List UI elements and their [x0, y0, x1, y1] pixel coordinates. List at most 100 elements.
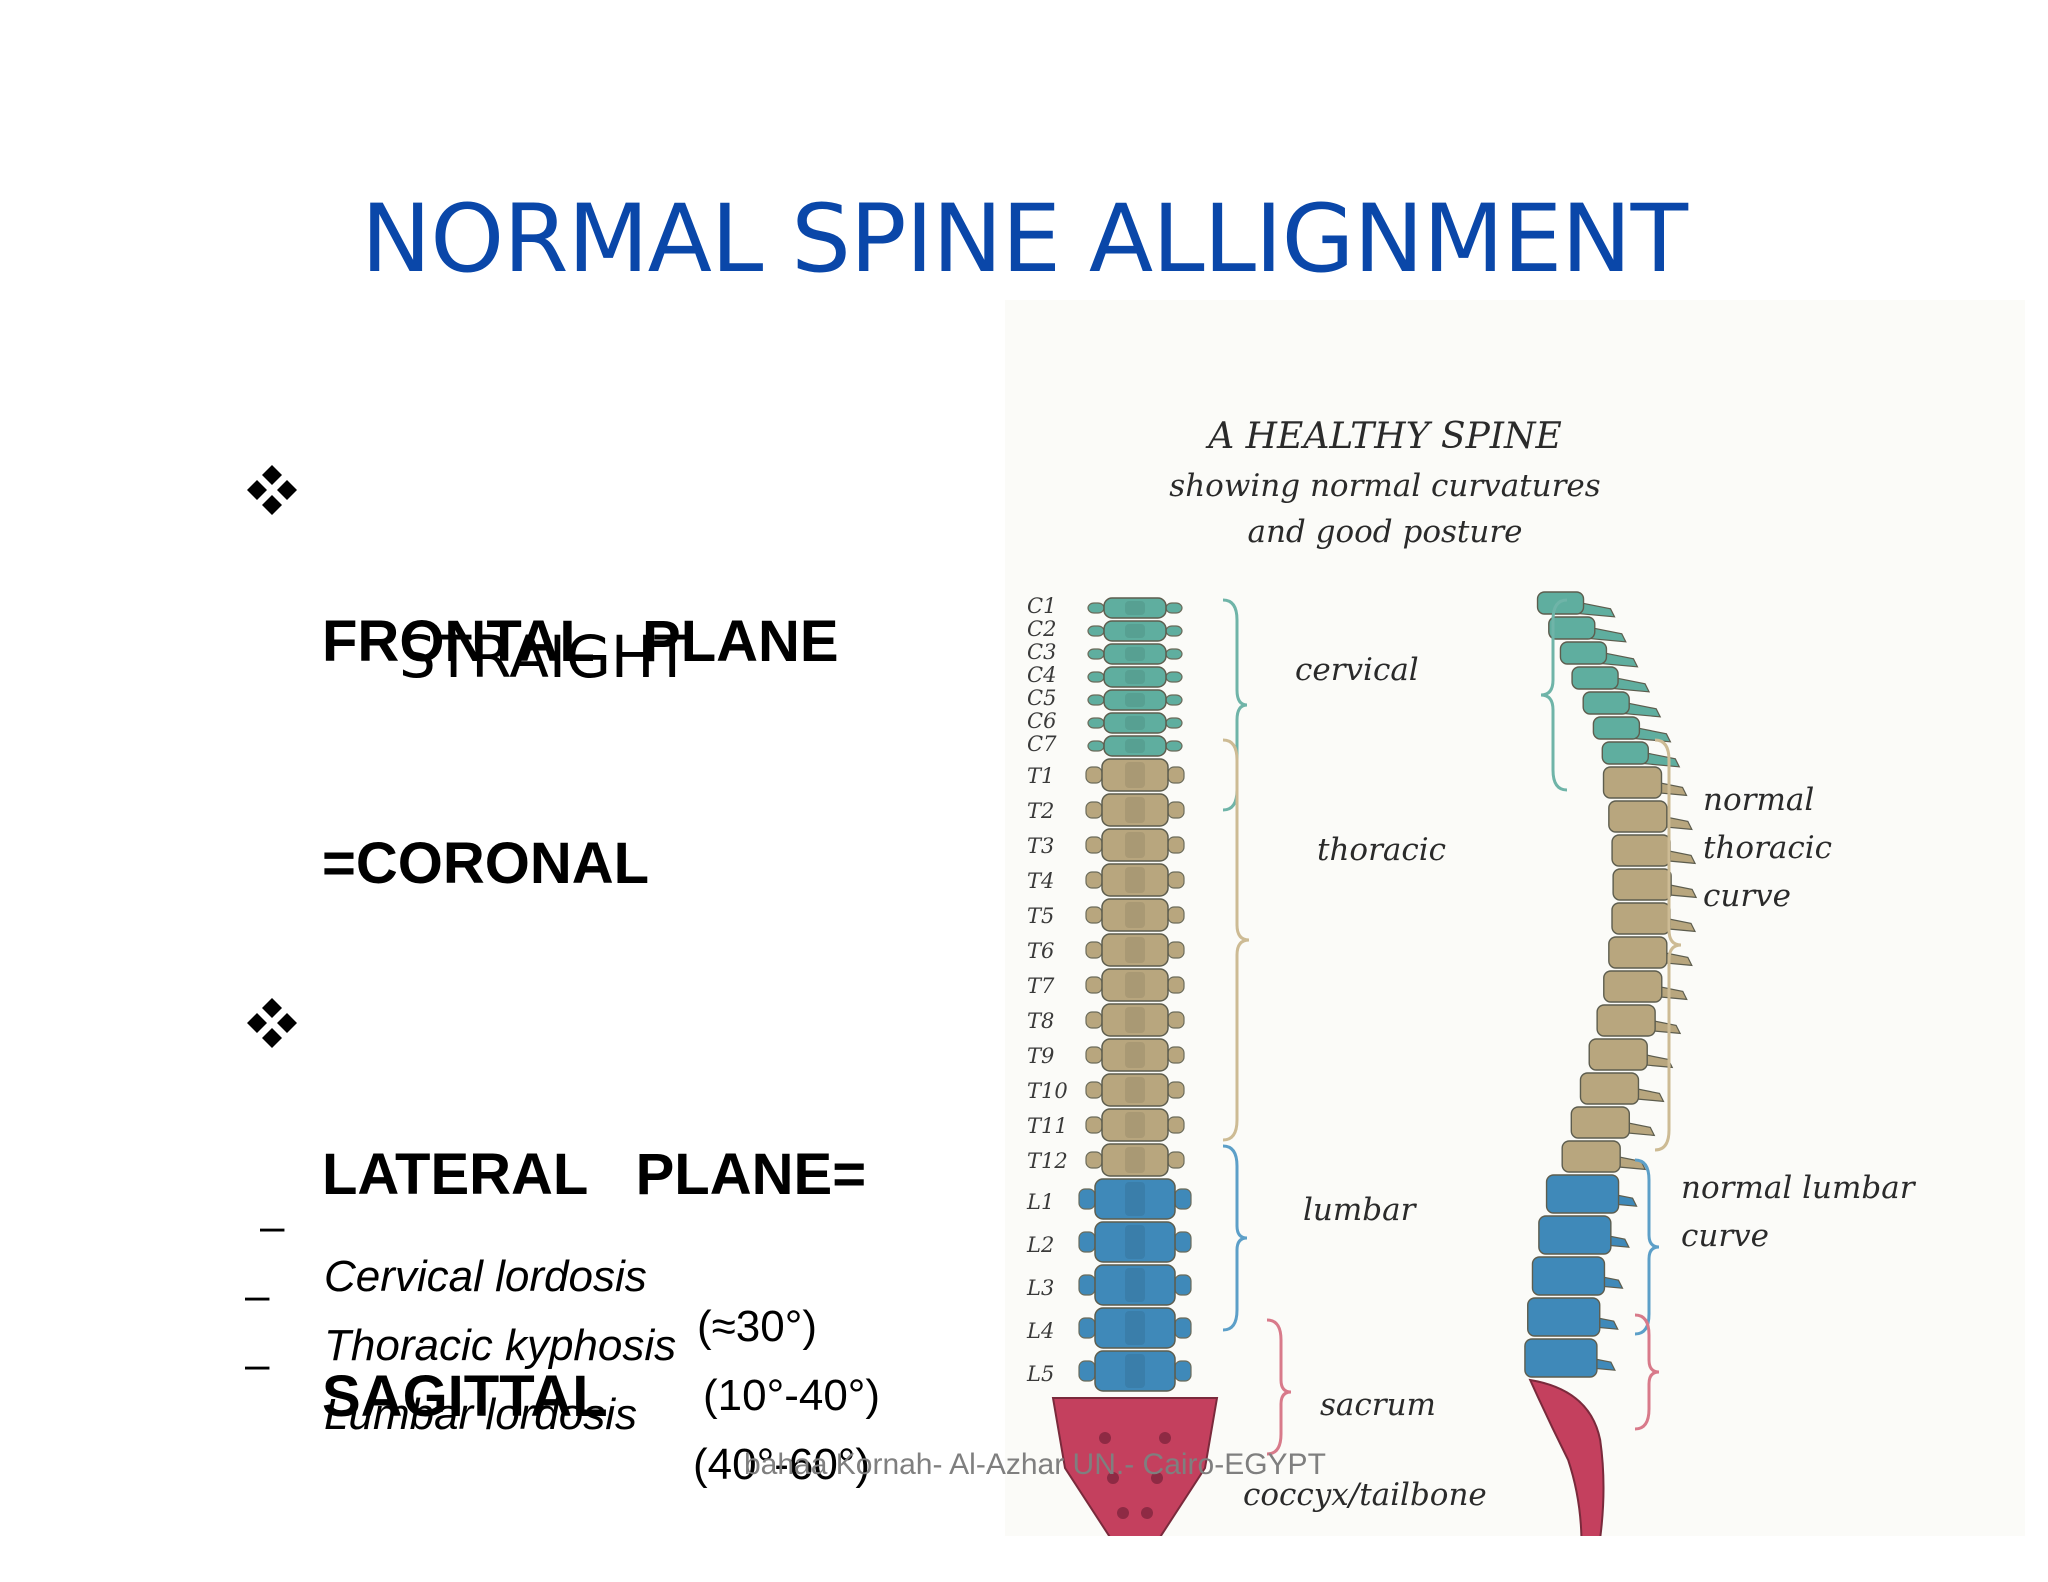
sub-item-dash: – [260, 1202, 285, 1251]
vertebra-label: T11 [1027, 1114, 1068, 1138]
vertebra-side [1571, 666, 1651, 693]
vertebra-front [1085, 863, 1185, 897]
sub-item-lumbar-lordosis: – Lumbar lordosis (40°-60°) [245, 1290, 905, 1489]
vertebra-label: T12 [1027, 1149, 1068, 1173]
vertebra-labels: C1C2C3C4C5C6C7T1T2T3T4T5T6T7T8T9T10T11T1… [1026, 594, 1068, 1386]
vertebra-label: T5 [1027, 904, 1054, 928]
diamond-bullet-icon [247, 998, 297, 1048]
vertebra-front [1078, 1221, 1192, 1263]
sub-item-cervical-lordosis: – Cervical lordosis (≈30°) [260, 1152, 860, 1351]
vertebra-side [1592, 716, 1672, 743]
vertebra-front [1078, 1350, 1192, 1392]
vertebra-side [1611, 834, 1697, 867]
lumbar-bracket [1222, 1144, 1248, 1332]
vertebra-side [1608, 936, 1693, 969]
sacrum-front [1051, 1397, 1219, 1536]
vertebra-side [1545, 1174, 1638, 1214]
figure-heading: A HEALTHY SPINE [1205, 416, 1562, 457]
label-normal-thoracic-2: thoracic [1703, 830, 1832, 866]
vertebra-label: L1 [1026, 1190, 1054, 1214]
vertebra-side [1524, 1338, 1616, 1378]
vertebra-front [1087, 643, 1183, 665]
vertebra-front [1085, 1108, 1185, 1142]
vertebra-front [1085, 1073, 1185, 1107]
sub-item-range: (40°-60°) [693, 1440, 871, 1489]
vertebra-front [1085, 1143, 1185, 1177]
sub-item-range: (10°-40°) [703, 1371, 881, 1420]
diamond-bullet-icon [247, 465, 297, 515]
vertebra-label: C7 [1027, 732, 1057, 756]
vertebra-side [1570, 1106, 1656, 1139]
sub-item-dash: – [245, 1340, 270, 1389]
sub-item-thoracic-kyphosis: – Thoracic kyphosis (10°-40°) [245, 1221, 905, 1420]
vertebra-label: T10 [1027, 1079, 1068, 1103]
vertebra-front [1085, 758, 1185, 792]
vertebra-front [1085, 1038, 1185, 1072]
label-sacrum: sacrum [1320, 1387, 1436, 1423]
vertebra-label: T2 [1027, 799, 1054, 823]
vertebra-front [1078, 1178, 1192, 1220]
sacrum-bracket [1266, 1318, 1292, 1456]
sub-item-term: Thoracic kyphosis [324, 1321, 677, 1370]
vertebra-label: C5 [1027, 686, 1056, 710]
spine-illustration: A HEALTHY SPINE showing normal curvature… [1005, 300, 2025, 1536]
vertebra-front [1085, 828, 1185, 862]
vertebra-front [1085, 933, 1185, 967]
vertebra-front [1087, 689, 1183, 711]
vertebra-front [1078, 1307, 1192, 1349]
vertebra-side [1612, 868, 1698, 901]
vertebra-side [1559, 641, 1639, 668]
vertebra-label: L4 [1026, 1319, 1054, 1343]
vertebra-side [1538, 1215, 1630, 1255]
vertebra-label: T8 [1027, 1009, 1054, 1033]
vertebra-label: T4 [1027, 869, 1054, 893]
vertebra-front [1085, 1003, 1185, 1037]
label-thoracic: thoracic [1317, 832, 1446, 868]
figure-subheading-2: and good posture [1247, 514, 1522, 550]
vertebra-front [1087, 735, 1183, 757]
vertebra-front [1087, 620, 1183, 642]
label-normal-lumbar-1: normal lumbar [1681, 1170, 1917, 1206]
frontal-plane-line2: =CORONAL [322, 831, 650, 896]
vertebra-label: T9 [1027, 1044, 1054, 1068]
vertebra-side [1579, 1072, 1665, 1105]
vertebra-front [1085, 898, 1185, 932]
vertebra-front [1085, 968, 1185, 1002]
vertebra-front [1078, 1264, 1192, 1306]
sub-item-term: Lumbar lordosis [324, 1390, 638, 1439]
vertebra-front [1087, 666, 1183, 688]
side-cervical-bracket [1540, 598, 1568, 792]
thoracic-bracket [1222, 738, 1250, 1142]
vertebra-side [1561, 1140, 1647, 1173]
vertebra-label: L5 [1026, 1362, 1054, 1386]
sub-item-term: Cervical lordosis [324, 1252, 647, 1301]
vertebra-side [1582, 691, 1662, 718]
sacrum-side [1528, 1378, 1605, 1536]
lateral-plane-line1: LATERAL PLANE= [322, 1142, 867, 1207]
vertebra-label: C4 [1027, 663, 1056, 687]
vertebra-front [1087, 597, 1183, 619]
vertebra-label: T3 [1027, 834, 1054, 858]
figure-subheading-1: showing normal curvatures [1169, 468, 1600, 504]
label-normal-thoracic-1: normal [1703, 782, 1814, 818]
vertebra-label: T7 [1027, 974, 1055, 998]
side-sacrum-bracket [1634, 1313, 1660, 1431]
frontal-plane-line1: FRONTAL PLANE [322, 609, 839, 674]
vertebra-front [1085, 793, 1185, 827]
slide-title: NORMAL SPINE ALLIGNMENT [360, 185, 1688, 294]
vertebra-side [1611, 902, 1697, 935]
vertebra-label: C2 [1027, 617, 1056, 641]
vertebra-front [1087, 712, 1183, 734]
vertebra-side [1527, 1297, 1619, 1337]
vertebra-label: L3 [1026, 1276, 1054, 1300]
vertebra-label: C6 [1027, 709, 1056, 733]
front-view-spine [1051, 597, 1219, 1536]
frontal-detail: STRAIGHT [399, 623, 690, 691]
sub-item-dash: – [245, 1271, 270, 1320]
spine-diagram: A HEALTHY SPINE showing normal curvature… [1005, 300, 2025, 1536]
side-view-spine [1524, 591, 1698, 1536]
sub-item-range: (≈30°) [697, 1302, 817, 1351]
slide-footer: bahaa Kornah- Al-Azhar UN.- Cairo-EGYPT [744, 1448, 1326, 1481]
label-lumbar: lumbar [1303, 1192, 1418, 1228]
vertebra-label: T1 [1027, 764, 1054, 788]
